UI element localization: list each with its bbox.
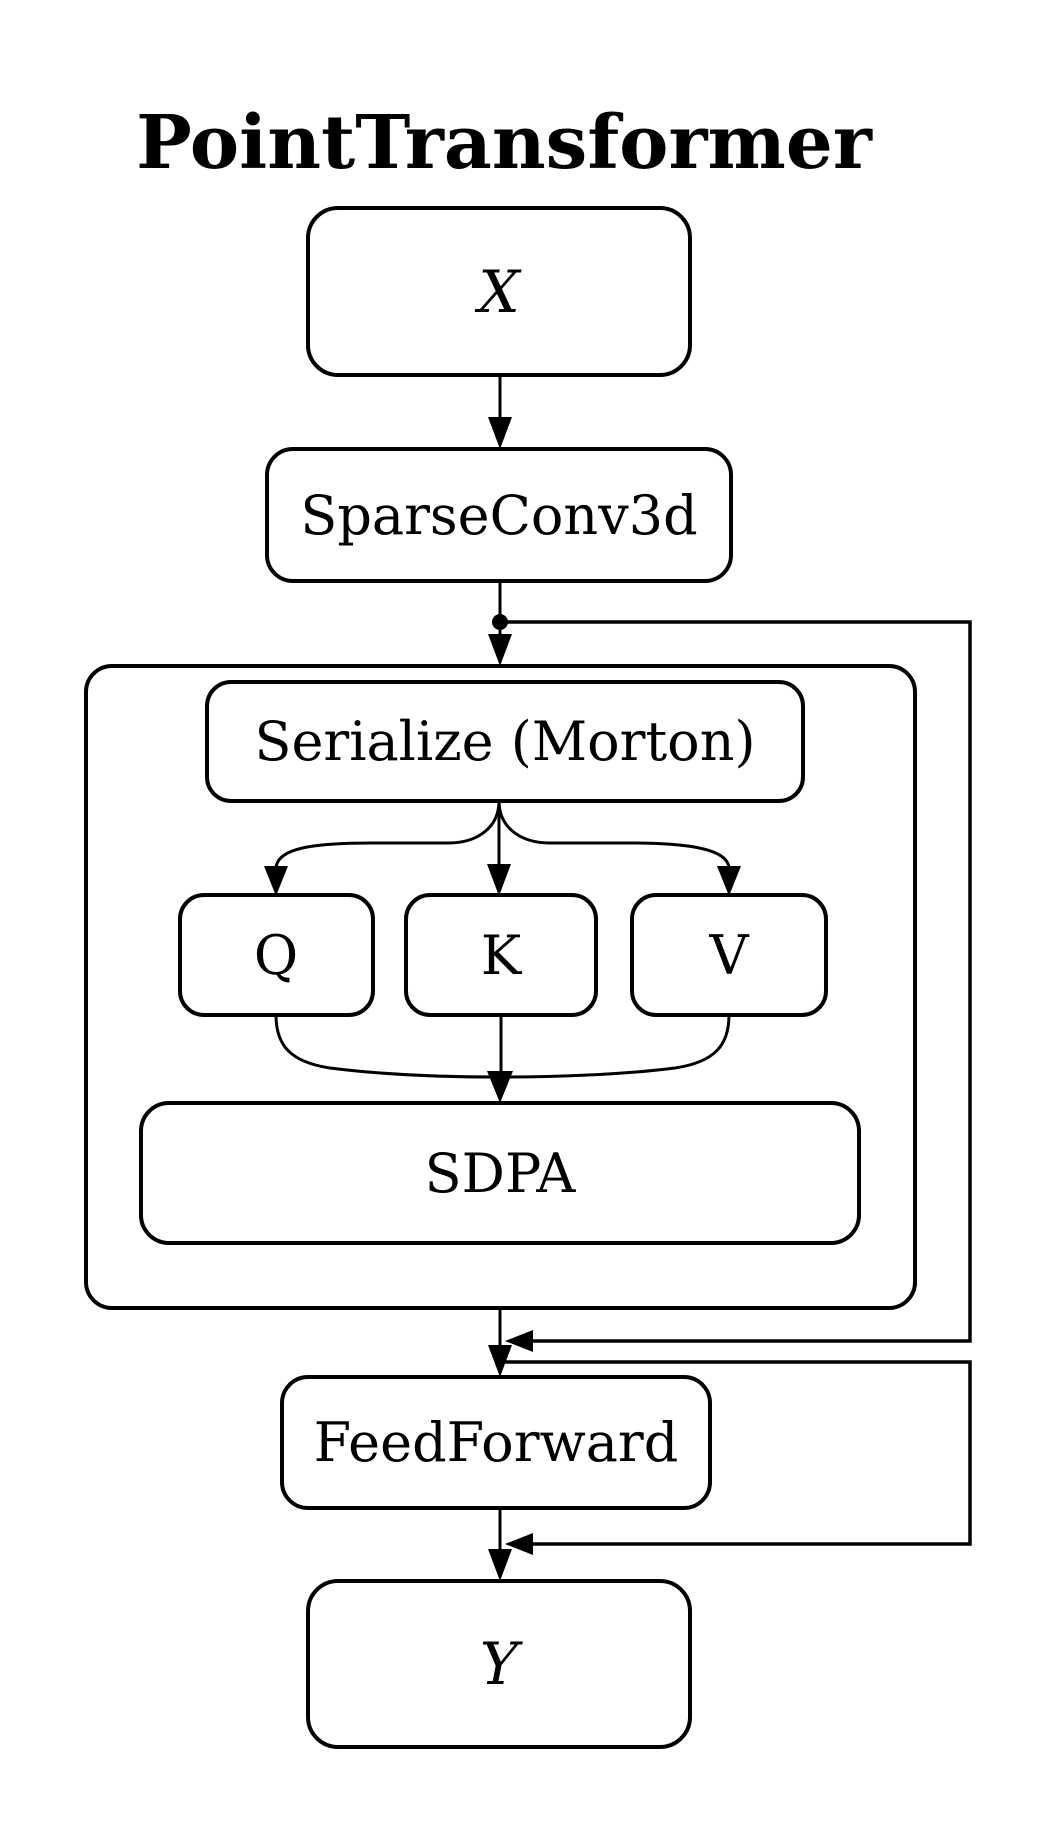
residual-junction-dot: [492, 614, 508, 630]
node-serialize: Serialize (Morton): [205, 680, 805, 803]
node-k-box: [404, 893, 598, 1017]
node-v: V: [630, 893, 828, 1017]
node-feedforward-label: FeedForward: [314, 1411, 679, 1474]
edge-input-to-sparseconv-arrowhead: [488, 417, 512, 449]
node-output-label: Y: [480, 1630, 523, 1698]
node-sdpa: SDPA: [139, 1101, 861, 1245]
edge-sparseconv-to-attention-arrowhead: [488, 634, 512, 666]
node-q: Q: [178, 893, 375, 1017]
edge-v-to-sdpa: [500, 1014, 731, 1079]
edge-feedforward-to-output-arrowhead: [488, 1549, 512, 1581]
node-v-box: [630, 893, 828, 1017]
skip-connection-1-arrowhead: [505, 1330, 533, 1352]
edge-qkv-to-sdpa-arrowhead: [487, 1071, 513, 1103]
edge-serialize-to-v: [497, 800, 731, 870]
edge-serialize-to-v-arrowhead: [717, 866, 741, 896]
skip-connection-2-arrowhead: [505, 1533, 533, 1555]
edge-attention-to-feedforward-arrowhead: [488, 1345, 512, 1377]
node-sdpa-box: [139, 1101, 861, 1245]
node-sparseconv: SparseConv3d: [265, 447, 733, 583]
node-input-label: X: [474, 258, 522, 326]
skip-connection-1: [500, 620, 972, 1343]
diagram-title: PointTransformer: [136, 100, 873, 186]
node-v-label: V: [709, 924, 750, 987]
node-input-box: [306, 206, 692, 377]
node-q-box: [178, 893, 375, 1017]
node-output: Y: [306, 1579, 692, 1749]
edge-serialize-to-q: [274, 800, 501, 870]
node-q-label: Q: [254, 924, 298, 987]
node-feedforward: FeedForward: [280, 1375, 712, 1510]
node-sparseconv-label: SparseConv3d: [300, 484, 697, 547]
node-sdpa-label: SDPA: [425, 1142, 577, 1205]
edge-serialize-to-k-arrowhead: [487, 864, 511, 896]
node-input: X: [306, 206, 692, 377]
edge-q-to-sdpa: [274, 1014, 500, 1079]
node-sparseconv-box: [265, 447, 733, 583]
node-k: K: [404, 893, 598, 1017]
node-feedforward-box: [280, 1375, 712, 1510]
node-serialize-label: Serialize (Morton): [254, 710, 755, 773]
node-k-label: K: [481, 924, 523, 987]
node-output-box: [306, 1579, 692, 1749]
skip-connection-2: [500, 1360, 972, 1546]
edge-serialize-to-q-arrowhead: [264, 866, 288, 896]
node-serialize-box: [205, 680, 805, 803]
